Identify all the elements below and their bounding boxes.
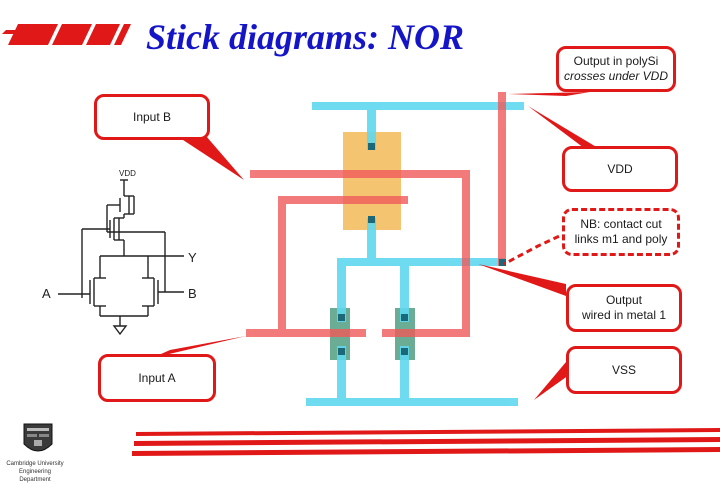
- callout-output-metal: Output wired in metal 1: [566, 284, 682, 332]
- poly-output: [498, 92, 506, 266]
- callout-nb-contact-cut: NB: contact cut links m1 and poly: [562, 208, 680, 256]
- schematic-vdd-label: VDD: [119, 169, 136, 178]
- metal-nmos-right-source: [400, 346, 409, 400]
- callout-nb-line2: links m1 and poly: [574, 232, 668, 246]
- page-title: Stick diagrams: NOR: [146, 17, 465, 57]
- title-slashes: [2, 24, 131, 45]
- callout-input-b: Input B: [94, 94, 210, 140]
- poly-input-b-vertical: [462, 170, 470, 337]
- metal-pmos-out: [367, 218, 376, 264]
- poly-input-b: [250, 170, 470, 178]
- callout-output-polysi: Output in polySi crosses under VDD: [556, 46, 676, 92]
- institution-line1: Cambridge University: [6, 461, 64, 467]
- nb-pointer: [503, 230, 569, 266]
- poly-layer: [246, 92, 506, 337]
- contacts: [338, 143, 506, 355]
- metal-nmos-left-source: [337, 346, 346, 400]
- callout-output-metal-line1: Output: [605, 293, 642, 307]
- poly-input-a-bottom: [246, 329, 366, 337]
- metal-output: [337, 258, 505, 266]
- university-crest: [23, 423, 53, 452]
- callout-vdd: VDD: [562, 146, 678, 192]
- poly-input-a-vertical: [278, 196, 286, 336]
- footer-lines: [132, 428, 720, 456]
- callout-input-a: Input A: [98, 354, 216, 402]
- metal-nmos-right-drain: [400, 264, 409, 322]
- poly-input-a-top: [278, 196, 408, 204]
- metal-layer: [306, 102, 524, 406]
- metal-vss-rail: [306, 398, 518, 406]
- institution-line2: Engineering Department: [18, 469, 52, 483]
- schematic-a-label: A: [42, 286, 51, 301]
- callout-nb-line1: NB: contact cut: [580, 217, 662, 231]
- callout-output-metal-line2: wired in metal 1: [581, 308, 667, 322]
- schematic-y-label: Y: [188, 250, 197, 265]
- callout-output-polysi-line2: crosses under VDD: [563, 69, 669, 83]
- metal-vdd-rail: [312, 102, 524, 110]
- schematic-b-label: B: [188, 286, 197, 301]
- metal-nmos-left-drain: [337, 264, 346, 322]
- callout-output-polysi-line1: Output in polySi: [573, 54, 659, 68]
- institution-label: Cambridge University Engineering Departm…: [4, 460, 66, 484]
- poly-input-b-bottom: [382, 329, 470, 337]
- callout-pointers: [152, 92, 598, 400]
- metal-vdd-drop: [367, 110, 376, 150]
- callout-vss: VSS: [566, 346, 682, 394]
